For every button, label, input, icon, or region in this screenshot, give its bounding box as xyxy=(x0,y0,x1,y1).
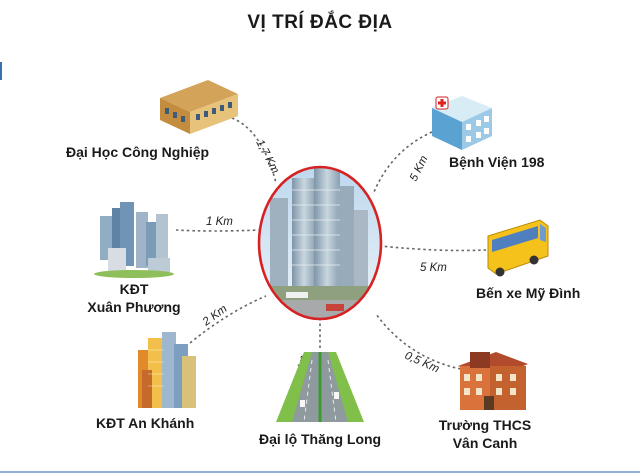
skyscrapers-icon xyxy=(94,202,174,278)
distance-label-dai-hoc: 1,7 Km xyxy=(253,138,281,176)
thcs-line1: Trường THCS xyxy=(438,417,532,433)
connector-lines xyxy=(175,117,487,371)
city-towers-icon xyxy=(138,332,196,408)
distance-label-an-khanh: 2 Km xyxy=(200,303,230,329)
thcs-line2: Vân Canh xyxy=(452,435,518,451)
xuan-phuong-line1: KĐT xyxy=(119,281,149,297)
distance-label-benh-vien: 5 Km xyxy=(408,154,431,184)
hospital-icon xyxy=(432,96,492,150)
location-label-thcs: Trường THCS Vân Canh xyxy=(430,416,540,452)
university-building-icon xyxy=(160,80,238,134)
location-label-xuan-phuong: KĐT Xuân Phương xyxy=(86,280,182,316)
bus-icon xyxy=(487,219,549,277)
left-edge-marker xyxy=(0,62,2,80)
xuan-phuong-line2: Xuân Phương xyxy=(87,299,181,315)
distance-label-thcs: 0,5 Km xyxy=(403,350,442,376)
distance-label-my-dinh: 5 Km xyxy=(420,262,447,274)
school-building-icon xyxy=(458,352,528,410)
location-label-benh-vien: Bệnh Viện 198 xyxy=(449,154,545,170)
location-label-dai-hoc: Đại Học Công Nghiệp xyxy=(66,144,210,160)
project-tower-image xyxy=(257,165,383,321)
location-label-thang-long: Đại lộ Thăng Long xyxy=(259,431,382,447)
bottom-divider xyxy=(0,471,640,473)
location-label-my-dinh: Bến xe Mỹ Đình xyxy=(476,285,581,301)
distance-label-xuan-phuong: 1 Km xyxy=(206,216,233,228)
highway-icon xyxy=(276,352,364,423)
location-label-an-khanh: KĐT An Khánh xyxy=(96,415,195,431)
page-title: VỊ TRÍ ĐẮC ĐỊA xyxy=(247,12,393,33)
